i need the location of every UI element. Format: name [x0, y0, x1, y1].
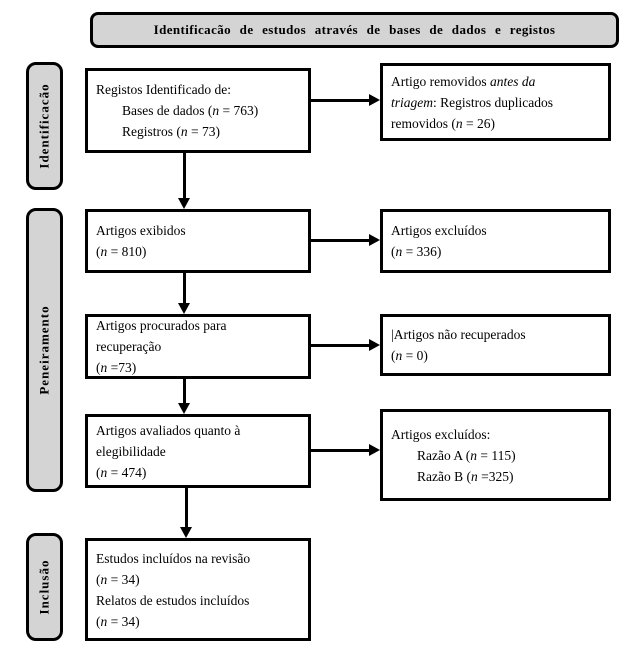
box-reports-not-retrieved: |Artigos não recuperados(n = 0) [380, 314, 611, 376]
arrow-identified-to-screened-icon [178, 153, 190, 209]
phase-inclusion-label: Inclusão [36, 559, 52, 615]
phase-inclusion: Inclusão [26, 533, 63, 641]
arrow-identified-to-removed-icon [311, 94, 380, 106]
phase-identification-label: Identificacão [36, 83, 52, 169]
box-records-identified: Registos Identificado de:Bases de dados … [85, 68, 311, 153]
box-records-excluded: Artigos excluídos(n = 336) [380, 209, 611, 273]
arrow-screened-to-excluded-icon [311, 234, 380, 246]
arrow-sought-to-not-retrieved-icon [311, 339, 380, 351]
arrow-assessed-to-included-icon [180, 488, 192, 538]
phase-screening: Peneiramento [26, 208, 63, 492]
box-reports-excluded: Artigos excluídos:Razão A (n = 115)Razão… [380, 409, 611, 501]
arrow-sought-to-assessed-icon [178, 379, 190, 414]
box-studies-included: Estudos incluídos na revisão(n = 34)Rela… [85, 538, 311, 641]
diagram-title: Identificacão de estudos através de base… [90, 12, 619, 48]
box-records-screened: Artigos exibidos(n = 810) [85, 209, 311, 273]
phase-screening-label: Peneiramento [36, 305, 52, 395]
phase-identification: Identificacão [26, 62, 63, 190]
arrow-screened-to-sought-icon [178, 273, 190, 314]
arrow-assessed-to-excluded-icon [311, 444, 380, 456]
